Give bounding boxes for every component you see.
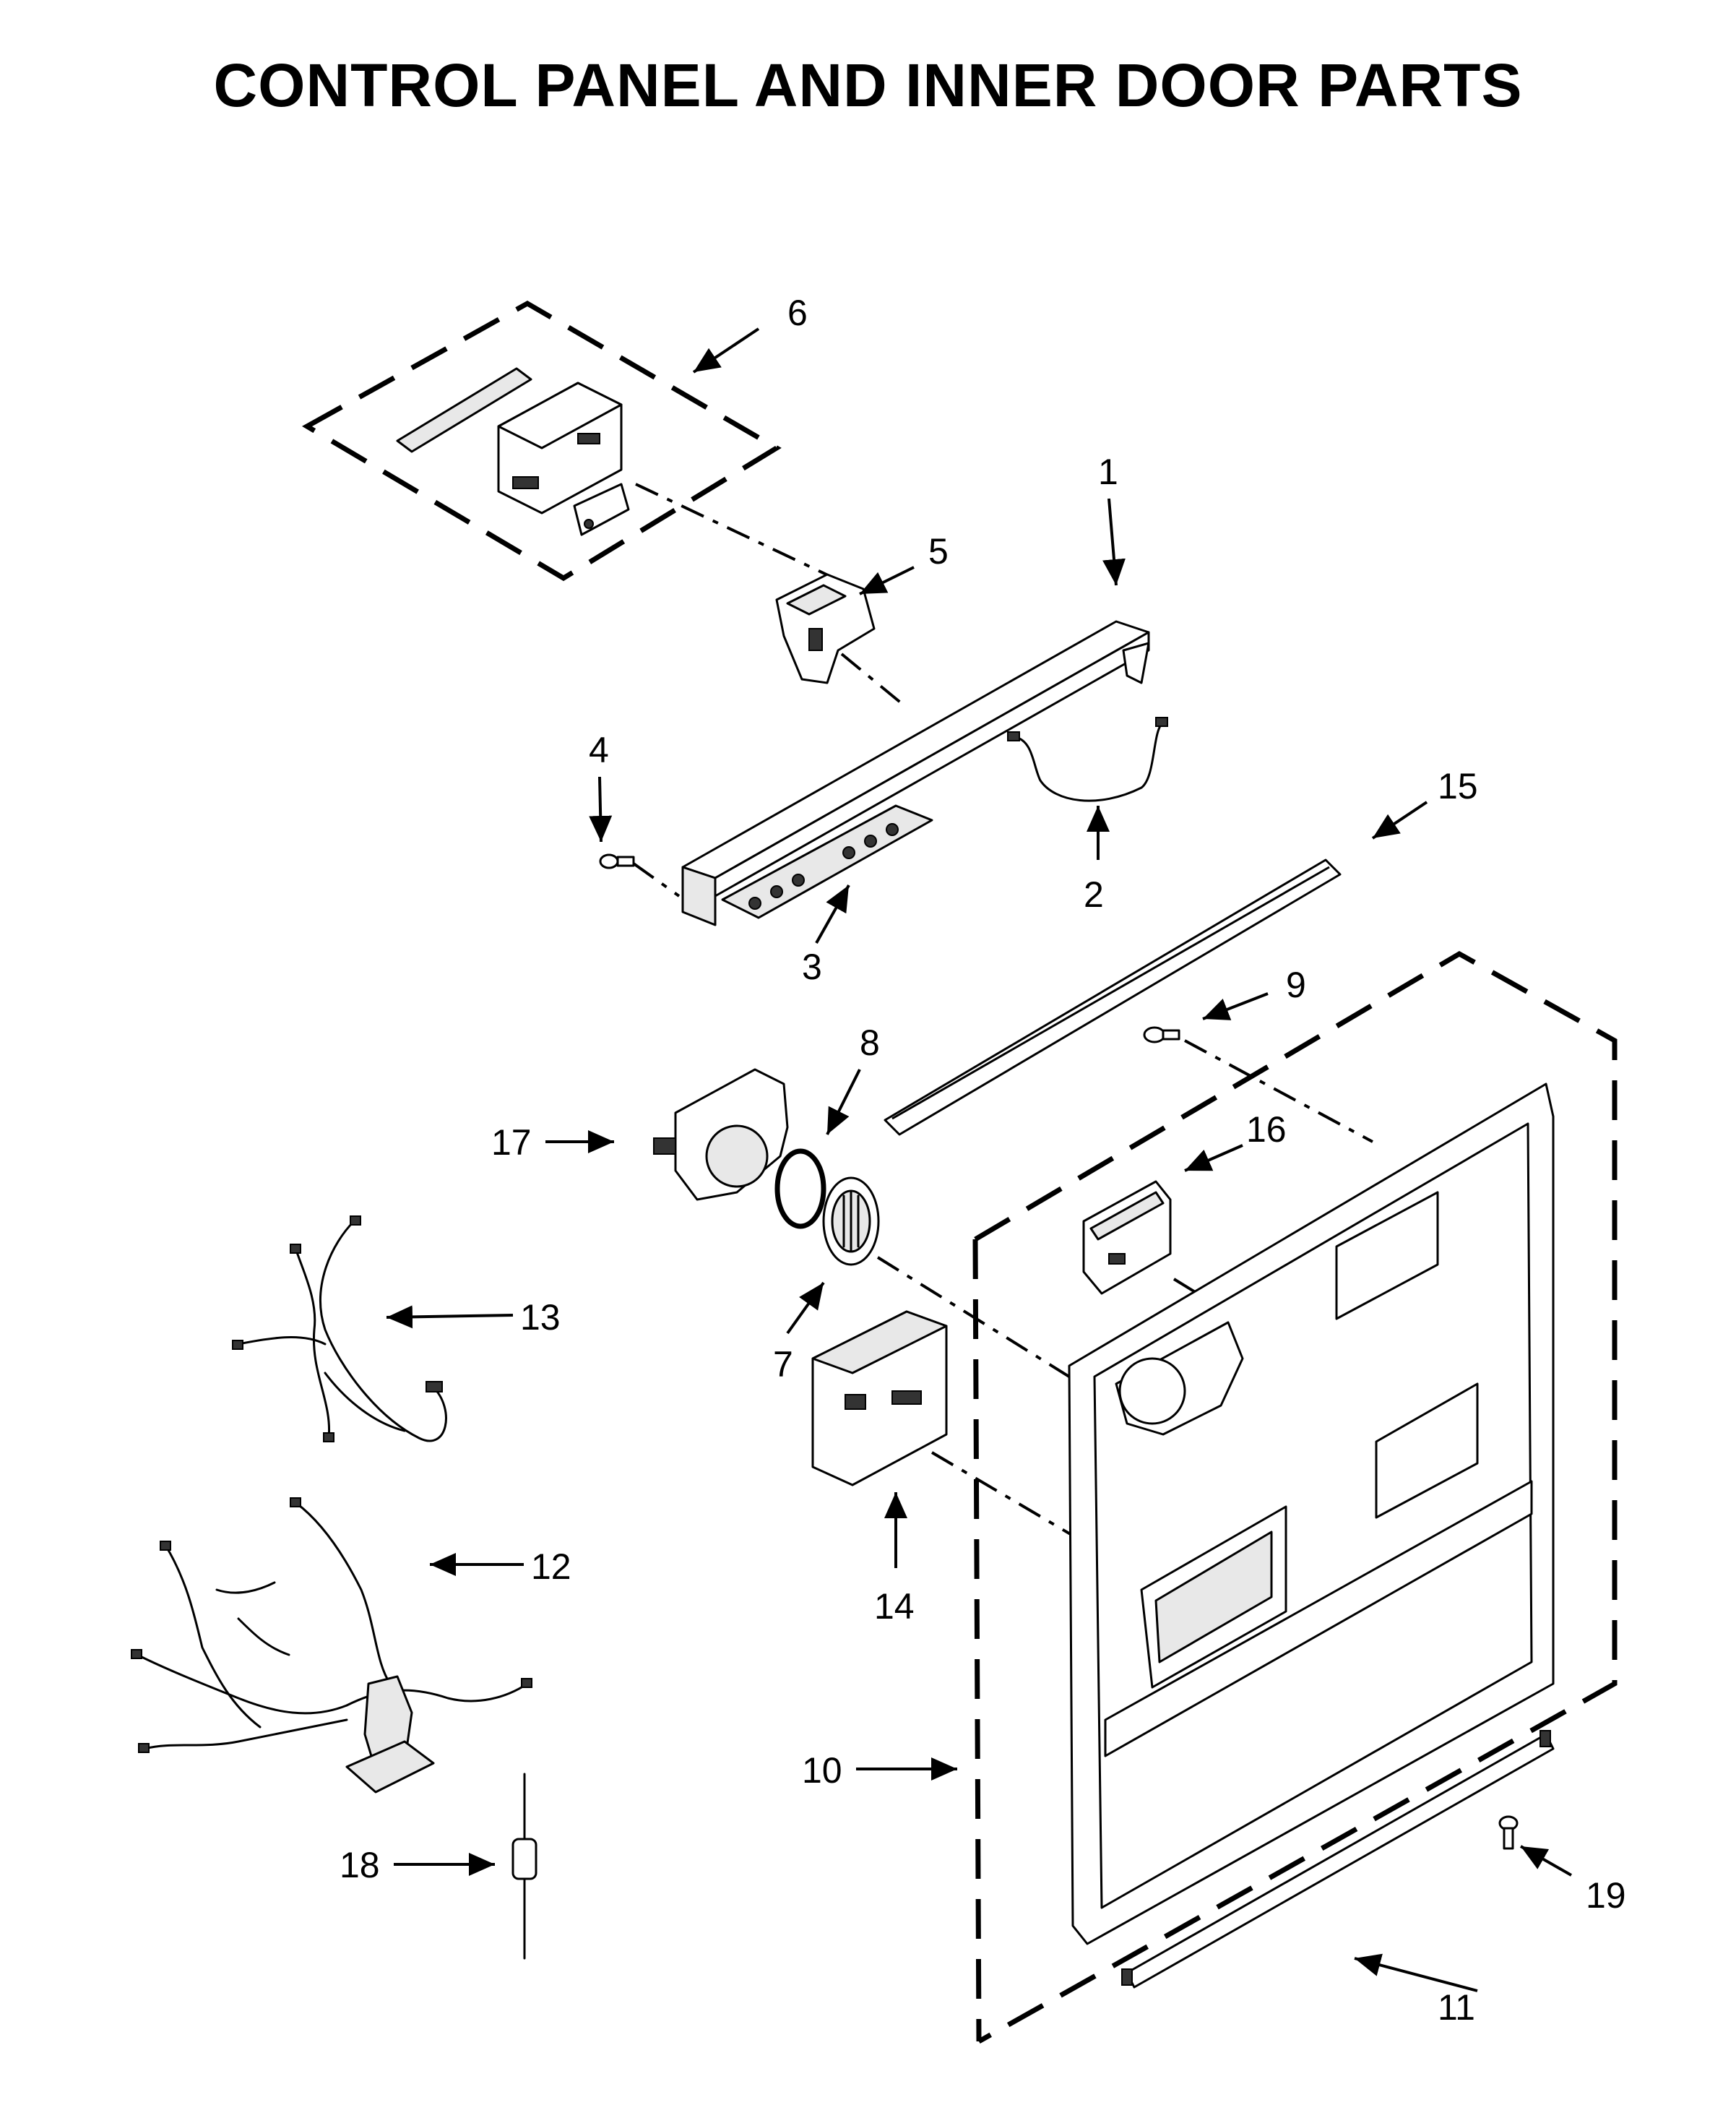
callout-labels: 6 1 5 4 2 3 15 9 8 17 16 13 7 14 12 10 1… (340, 293, 1626, 2028)
callout-1: 1 (1098, 452, 1118, 492)
part-9-alignment-line (1184, 1039, 1373, 1143)
callout-8: 8 (860, 1023, 880, 1063)
part-14-dispenser-module (811, 1310, 948, 1486)
callout-7: 7 (773, 1344, 793, 1385)
callout-3: 3 (802, 947, 822, 987)
part-19-screw (1498, 1815, 1519, 1850)
callout-2: 2 (1084, 874, 1104, 915)
callout-6: 6 (787, 293, 808, 333)
part-6-control-kit (301, 300, 782, 582)
callout-13: 13 (520, 1297, 561, 1338)
callout-16: 16 (1246, 1109, 1287, 1150)
part-7-alignment-line (876, 1256, 1100, 1396)
callout-11: 11 (1438, 1987, 1475, 2028)
part-1-control-panel (681, 620, 1150, 926)
part-12-main-harness (131, 1497, 532, 1794)
part-4-alignment-line (632, 862, 681, 897)
part-10-inner-door (972, 950, 1618, 2044)
callout-5: 5 (928, 531, 949, 572)
part-11-rail (1121, 1730, 1555, 1989)
page-title: CONTROL PANEL AND INNER DOOR PARTS (213, 51, 1523, 119)
callout-10: 10 (802, 1750, 842, 1791)
part-3-ui-board (721, 804, 933, 919)
part-2-wire (1007, 717, 1168, 802)
callout-12: 12 (531, 1546, 571, 1587)
leader-lines (386, 327, 1572, 1992)
callout-19: 19 (1586, 1875, 1626, 1916)
part-15-strip (884, 858, 1342, 1136)
part-5-latch (775, 573, 876, 684)
part-13-harness (232, 1215, 447, 1442)
callout-9: 9 (1286, 965, 1306, 1005)
part-17-dispenser (653, 1068, 789, 1201)
callout-17: 17 (491, 1122, 532, 1163)
callout-4: 4 (589, 730, 609, 770)
part-7-cap (822, 1176, 880, 1266)
part-6-alignment-line (635, 483, 842, 583)
callout-14: 14 (874, 1586, 915, 1627)
part-18-fuse (511, 1773, 537, 1960)
part-16-bracket (1082, 1180, 1172, 1295)
callout-15: 15 (1438, 766, 1478, 806)
part-5-alignment-line (840, 653, 904, 706)
part-9-screw (1143, 1026, 1180, 1043)
callout-18: 18 (340, 1845, 380, 1885)
part-4-screw (599, 853, 635, 869)
part-8-gasket (774, 1148, 826, 1229)
